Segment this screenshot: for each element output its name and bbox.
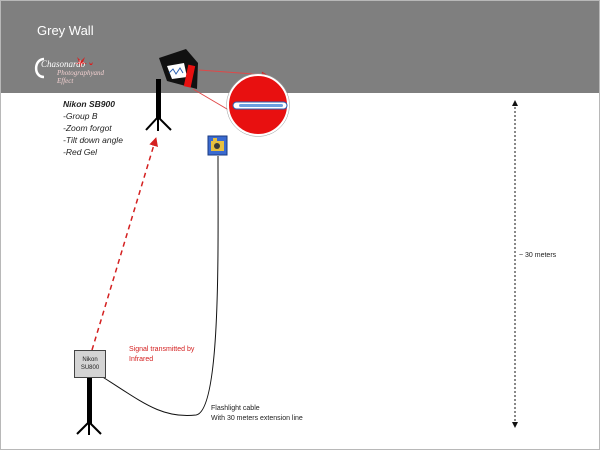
distance-label: ~ 30 meters — [519, 252, 557, 259]
logo-mark-icon — [34, 57, 93, 79]
wall-title: Grey Wall — [37, 23, 94, 38]
flash-settings: Nikon SB900 -Group B -Zoom forgot -Tilt … — [63, 98, 123, 158]
grey-wall: Grey Wall Chasonardo Photographyand Effe… — [1, 1, 599, 93]
flashlight-cable — [100, 155, 219, 417]
light-circle-icon — [226, 73, 290, 137]
flash-setting: -Zoom forgot — [63, 123, 112, 133]
camera-icon — [207, 135, 228, 156]
infrared-signal-arrow — [91, 137, 158, 351]
commander-label-brand: Nikon — [82, 357, 98, 363]
flash-head-icon — [159, 49, 198, 89]
flash-setting: -Group B — [63, 111, 98, 121]
commander-stand-icon — [76, 378, 102, 435]
flash-setting: -Red Gel — [63, 147, 98, 157]
brand-logo: Chasonardo Photographyand Effect — [31, 55, 104, 85]
commander-unit: Nikon SU800 — [74, 350, 106, 378]
logo-wordmark: Chasonardo — [41, 59, 86, 69]
logo-tagline: Photographyand Effect — [57, 69, 105, 85]
flash-setting: -Tilt down angle — [63, 135, 123, 145]
signal-line-2: Infrared — [129, 356, 154, 363]
signal-note: Signal transmitted by Infrared — [129, 345, 194, 365]
flash-heading: Nikon SB900 — [63, 99, 115, 109]
cable-line-1: Flashlight cable — [211, 405, 260, 412]
cable-note: Flashlight cable With 30 meters extensio… — [211, 404, 303, 424]
signal-line-1: Signal transmitted by — [129, 346, 195, 353]
commander-label-model: SU800 — [80, 365, 100, 371]
cable-line-2: With 30 meters extension line — [211, 415, 303, 422]
light-stand-icon — [145, 79, 172, 131]
